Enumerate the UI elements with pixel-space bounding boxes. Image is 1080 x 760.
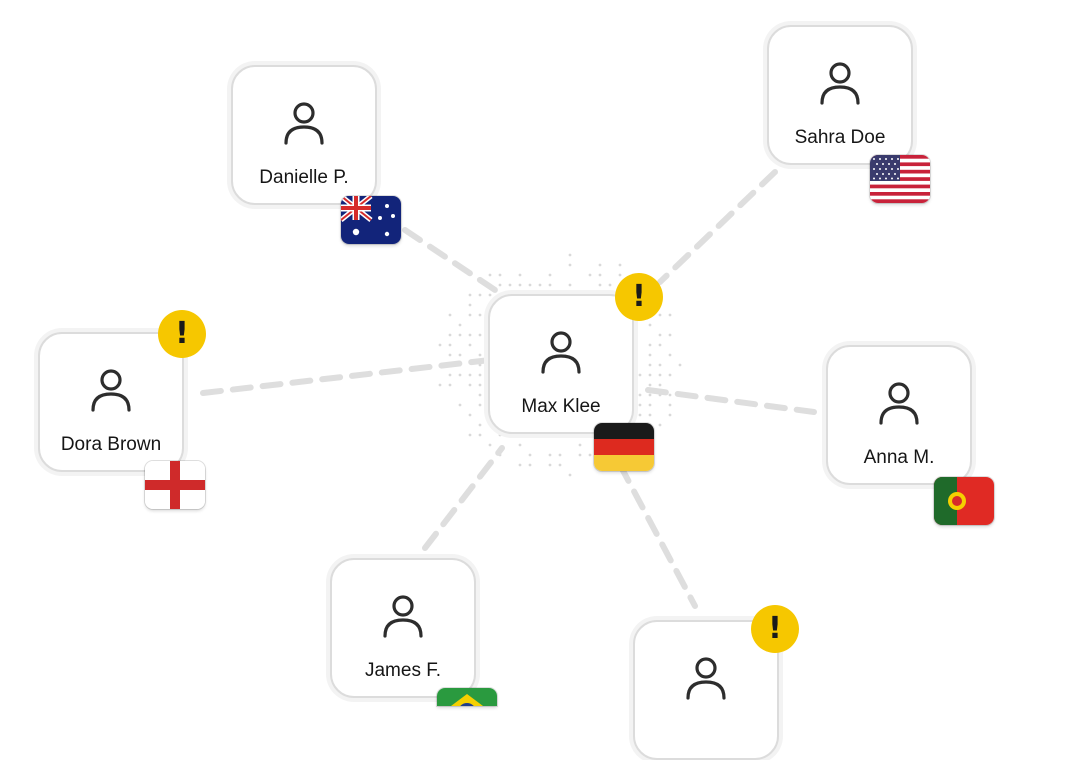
network-diagram: Max Klee ! Danielle P. [0, 0, 1080, 706]
person-icon [280, 99, 328, 147]
contact-name: James F. [332, 660, 474, 682]
alert-badge-dora-brown[interactable]: ! [158, 310, 206, 358]
node-max-klee[interactable]: Max Klee [488, 294, 634, 434]
person-icon [875, 379, 923, 427]
person-icon [537, 328, 585, 376]
germany-flag [594, 423, 654, 471]
alert-badge-unnamed[interactable]: ! [751, 605, 799, 653]
person-icon [816, 59, 864, 107]
contact-name: Danielle P. [233, 167, 375, 189]
node-anna-m[interactable]: Anna M. [826, 345, 972, 485]
portugal-flag [934, 477, 994, 525]
link-anna [648, 390, 814, 412]
contact-name: Anna M. [828, 447, 970, 469]
node-danielle[interactable]: Danielle P. [231, 65, 377, 205]
england-flag [145, 461, 205, 509]
contact-name: Sahra Doe [769, 127, 911, 149]
person-icon [87, 366, 135, 414]
node-sahra-doe[interactable]: Sahra Doe [767, 25, 913, 165]
node-james-f[interactable]: James F. [330, 558, 476, 698]
person-icon [379, 592, 427, 640]
link-sahra [660, 172, 775, 282]
link-unnamed [620, 465, 695, 606]
link-james [425, 448, 502, 548]
alert-badge-max-klee[interactable]: ! [615, 273, 663, 321]
node-dora-brown[interactable]: Dora Brown [38, 332, 184, 472]
australia-flag [341, 196, 401, 244]
person-icon [682, 654, 730, 702]
brazil-flag [437, 688, 497, 706]
usa-flag [870, 155, 930, 203]
link-danielle [405, 230, 495, 290]
contact-name: Max Klee [490, 396, 632, 418]
link-dora [203, 360, 490, 393]
contact-name: Dora Brown [40, 434, 182, 456]
